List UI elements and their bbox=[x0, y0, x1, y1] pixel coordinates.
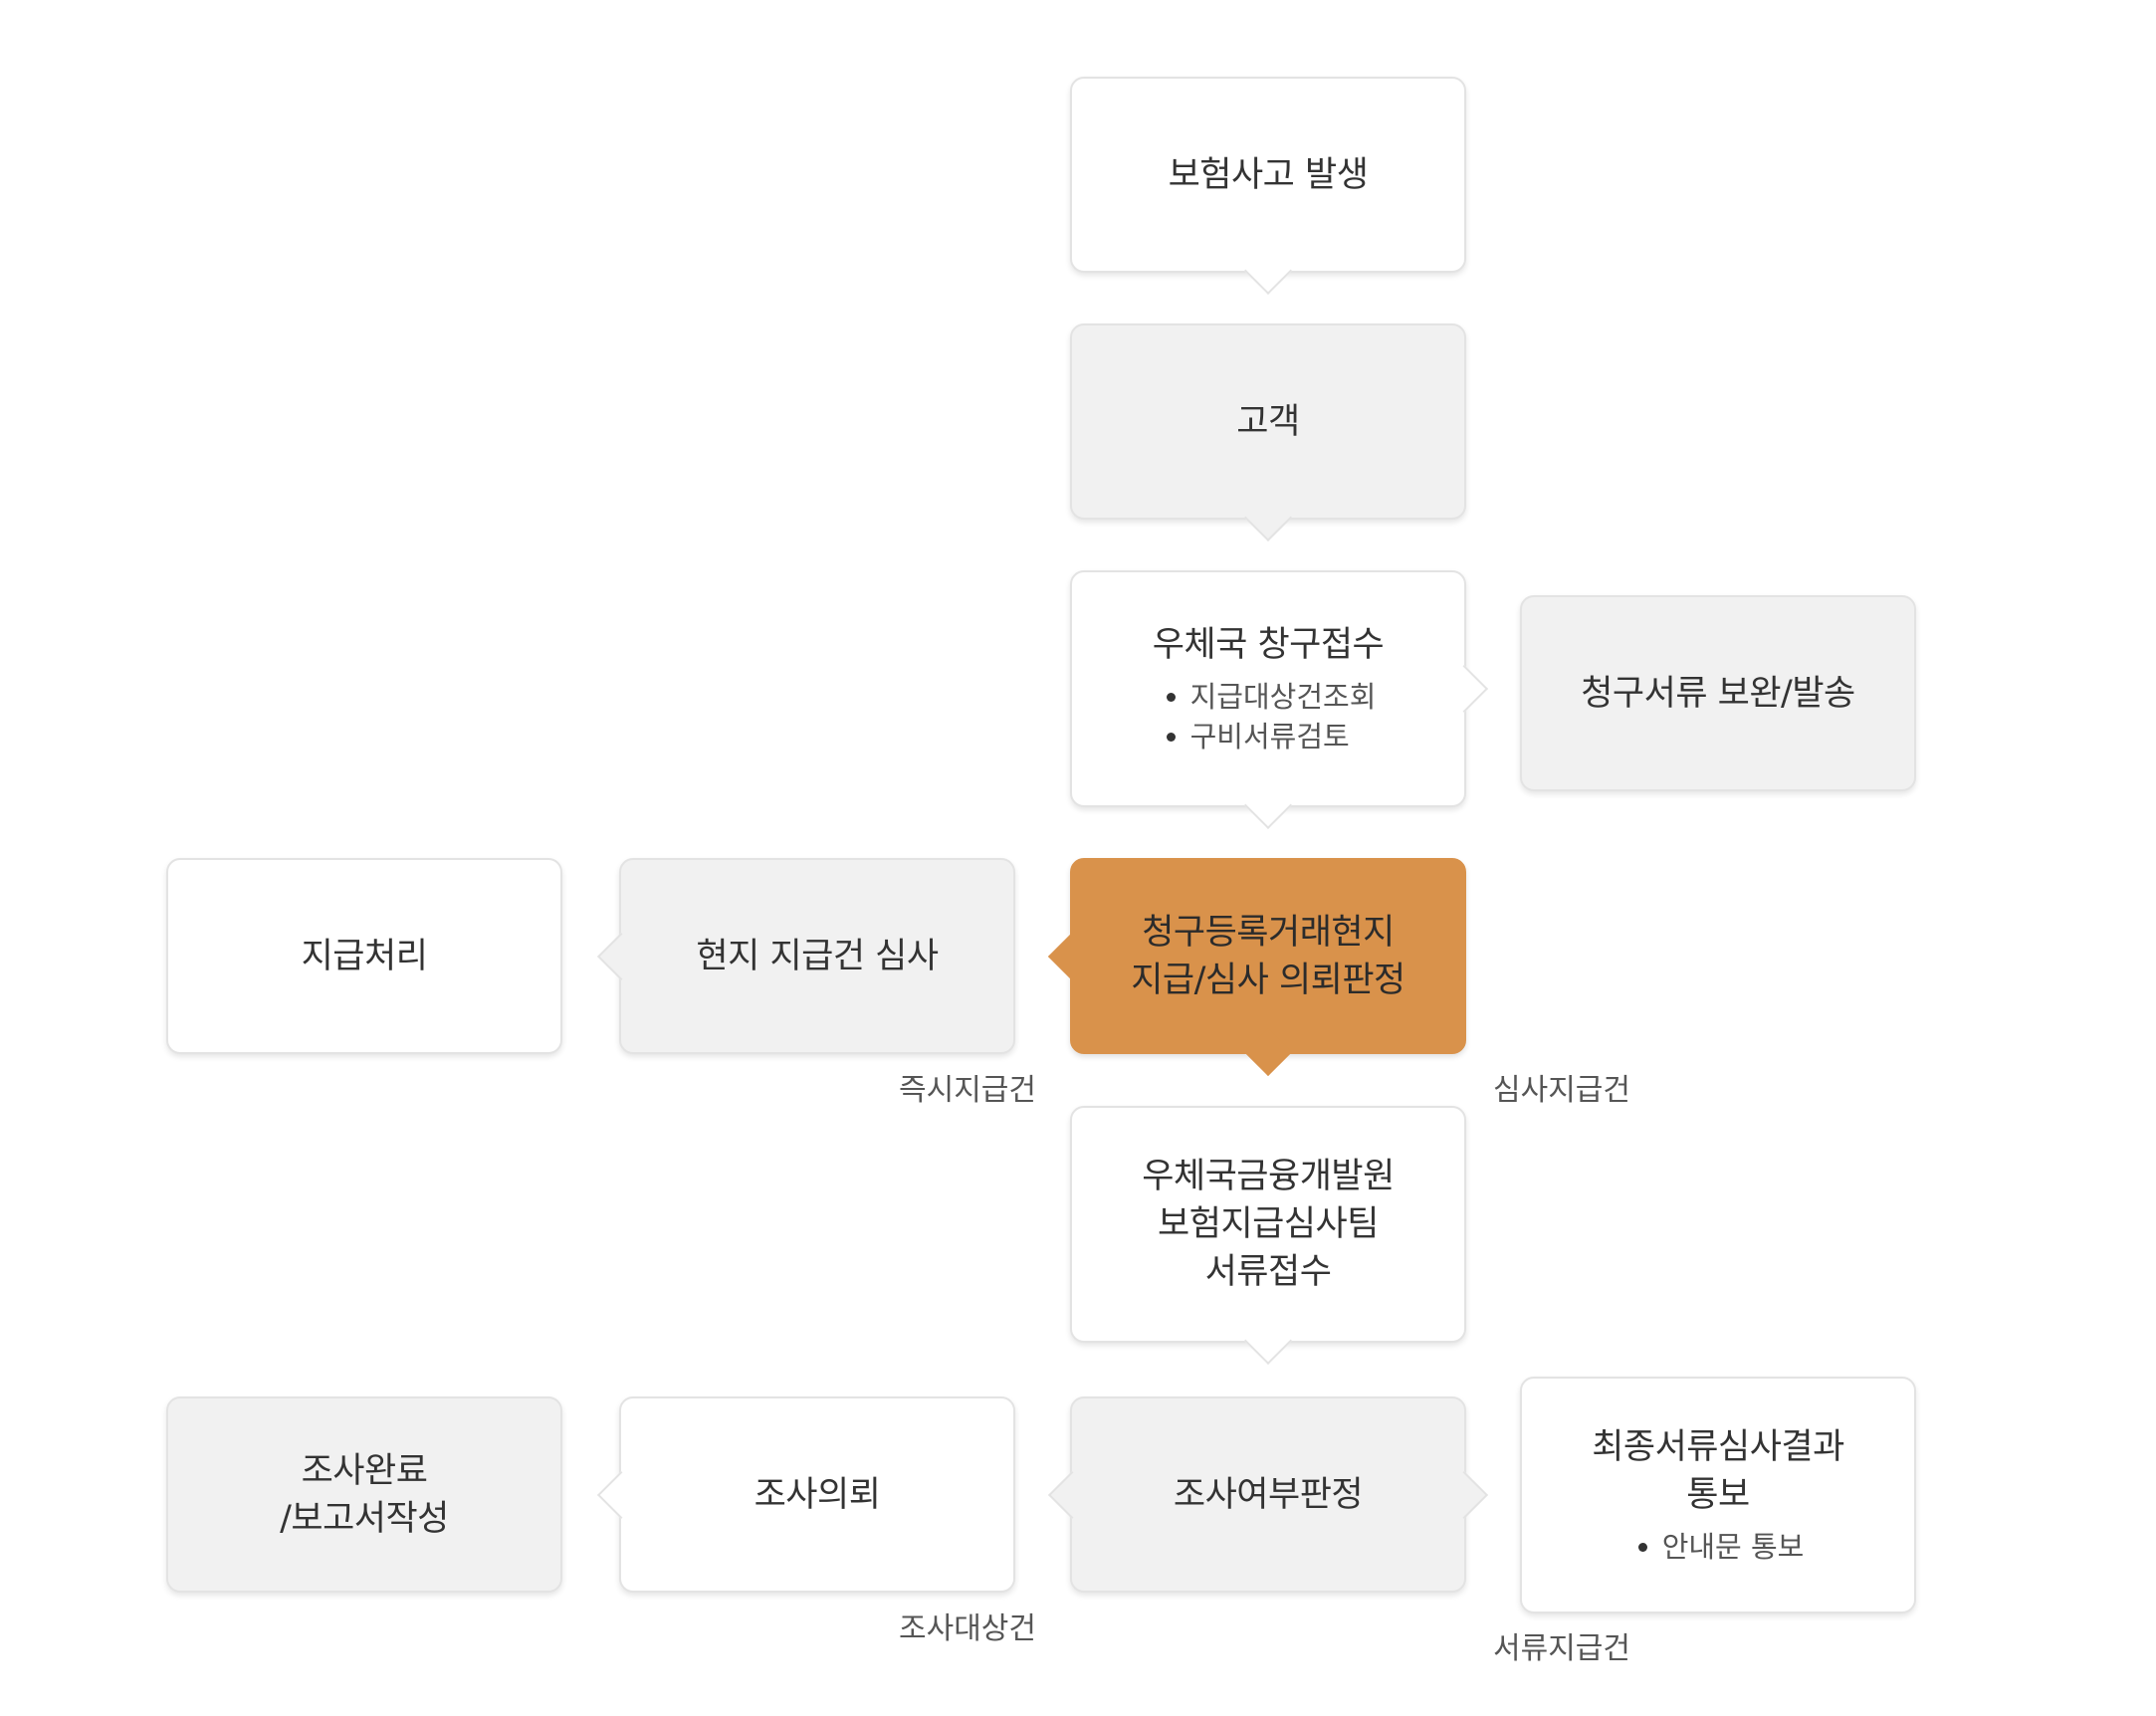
label-immediate-payment: 즉시지급건 bbox=[899, 1073, 1036, 1108]
node-title: 청구서류 보완/발송 bbox=[1581, 673, 1855, 714]
arrow-down-icon bbox=[1243, 780, 1293, 830]
node-investigation-decision: 조사여부판정 bbox=[1047, 1396, 1489, 1593]
node-insurance-accident: 보험사고 발생 bbox=[1070, 77, 1466, 296]
bullet-item: 지급대상건조회 bbox=[1161, 677, 1376, 717]
node-title: 고객 bbox=[1236, 401, 1300, 442]
arrow-down-icon bbox=[1243, 246, 1293, 296]
bullet-list: 지급대상건조회 구비서류검토 bbox=[1161, 677, 1377, 756]
node-investigation-request: 조사의뢰 bbox=[596, 1396, 1015, 1593]
node-investigation-complete: 조사완료 /보고서작성 bbox=[166, 1396, 562, 1593]
node-title: 현지 지급건 심사 bbox=[696, 936, 939, 976]
node-title-line: 우체국금융개발원 bbox=[1142, 1157, 1395, 1196]
node-customer: 고객 bbox=[1070, 323, 1466, 542]
node-title: 조사여부판정 bbox=[1173, 1474, 1364, 1515]
node-title: 우체국 창구접수 bbox=[1152, 625, 1385, 665]
node-title: 조사의뢰 bbox=[754, 1474, 881, 1515]
node-claim-docs: 청구서류 보완/발송 bbox=[1520, 595, 1916, 791]
node-title-line: 청구등록거래현지 bbox=[1142, 912, 1395, 953]
node-title-line: 보험지급심사팀 bbox=[1158, 1204, 1379, 1244]
node-title-line: 조사완료 bbox=[301, 1450, 428, 1491]
label-investigation-target: 조사대상건 bbox=[899, 1611, 1036, 1646]
label-review-payment: 심사지급건 bbox=[1493, 1073, 1630, 1108]
arrow-down-icon bbox=[1243, 1027, 1293, 1077]
arrow-left-icon bbox=[1047, 932, 1097, 980]
node-claim-registration: 청구등록거래현지 지급/심사 의뢰판정 bbox=[1047, 858, 1466, 1077]
arrow-down-icon bbox=[1243, 1316, 1293, 1366]
arrow-right-icon bbox=[1439, 664, 1489, 714]
node-final-result: 최종서류심사결과 통보 안내문 통보 bbox=[1520, 1377, 1916, 1613]
node-title-line: 지급/심사 의뢰판정 bbox=[1131, 960, 1405, 1000]
node-local-review: 현지 지급건 심사 bbox=[596, 858, 1015, 1054]
bullet-list: 안내문 통보 bbox=[1632, 1527, 1804, 1567]
node-payment: 지급처리 bbox=[166, 858, 562, 1054]
label-document-payment: 서류지급건 bbox=[1493, 1631, 1630, 1666]
bullet-item: 안내문 통보 bbox=[1632, 1527, 1804, 1567]
arrow-down-icon bbox=[1243, 493, 1293, 542]
arrow-left-icon bbox=[1047, 1470, 1097, 1519]
node-post-office-claim: 우체국 창구접수 지급대상건조회 구비서류검토 bbox=[1070, 570, 1489, 830]
node-title: 지급처리 bbox=[301, 936, 428, 976]
arrow-left-icon bbox=[596, 1470, 646, 1519]
node-title-line: /보고서작성 bbox=[280, 1498, 449, 1539]
arrow-left-icon bbox=[596, 932, 646, 980]
node-title: 보험사고 발생 bbox=[1168, 154, 1369, 195]
arrow-right-icon bbox=[1439, 1470, 1489, 1519]
bullet-item: 구비서류검토 bbox=[1161, 717, 1377, 756]
node-review-team: 우체국금융개발원 보험지급심사팀 서류접수 bbox=[1070, 1106, 1466, 1366]
node-title-line: 통보 bbox=[1686, 1475, 1750, 1515]
node-title-line: 서류접수 bbox=[1204, 1252, 1332, 1292]
node-title-line: 최종서류심사결과 bbox=[1592, 1427, 1844, 1467]
